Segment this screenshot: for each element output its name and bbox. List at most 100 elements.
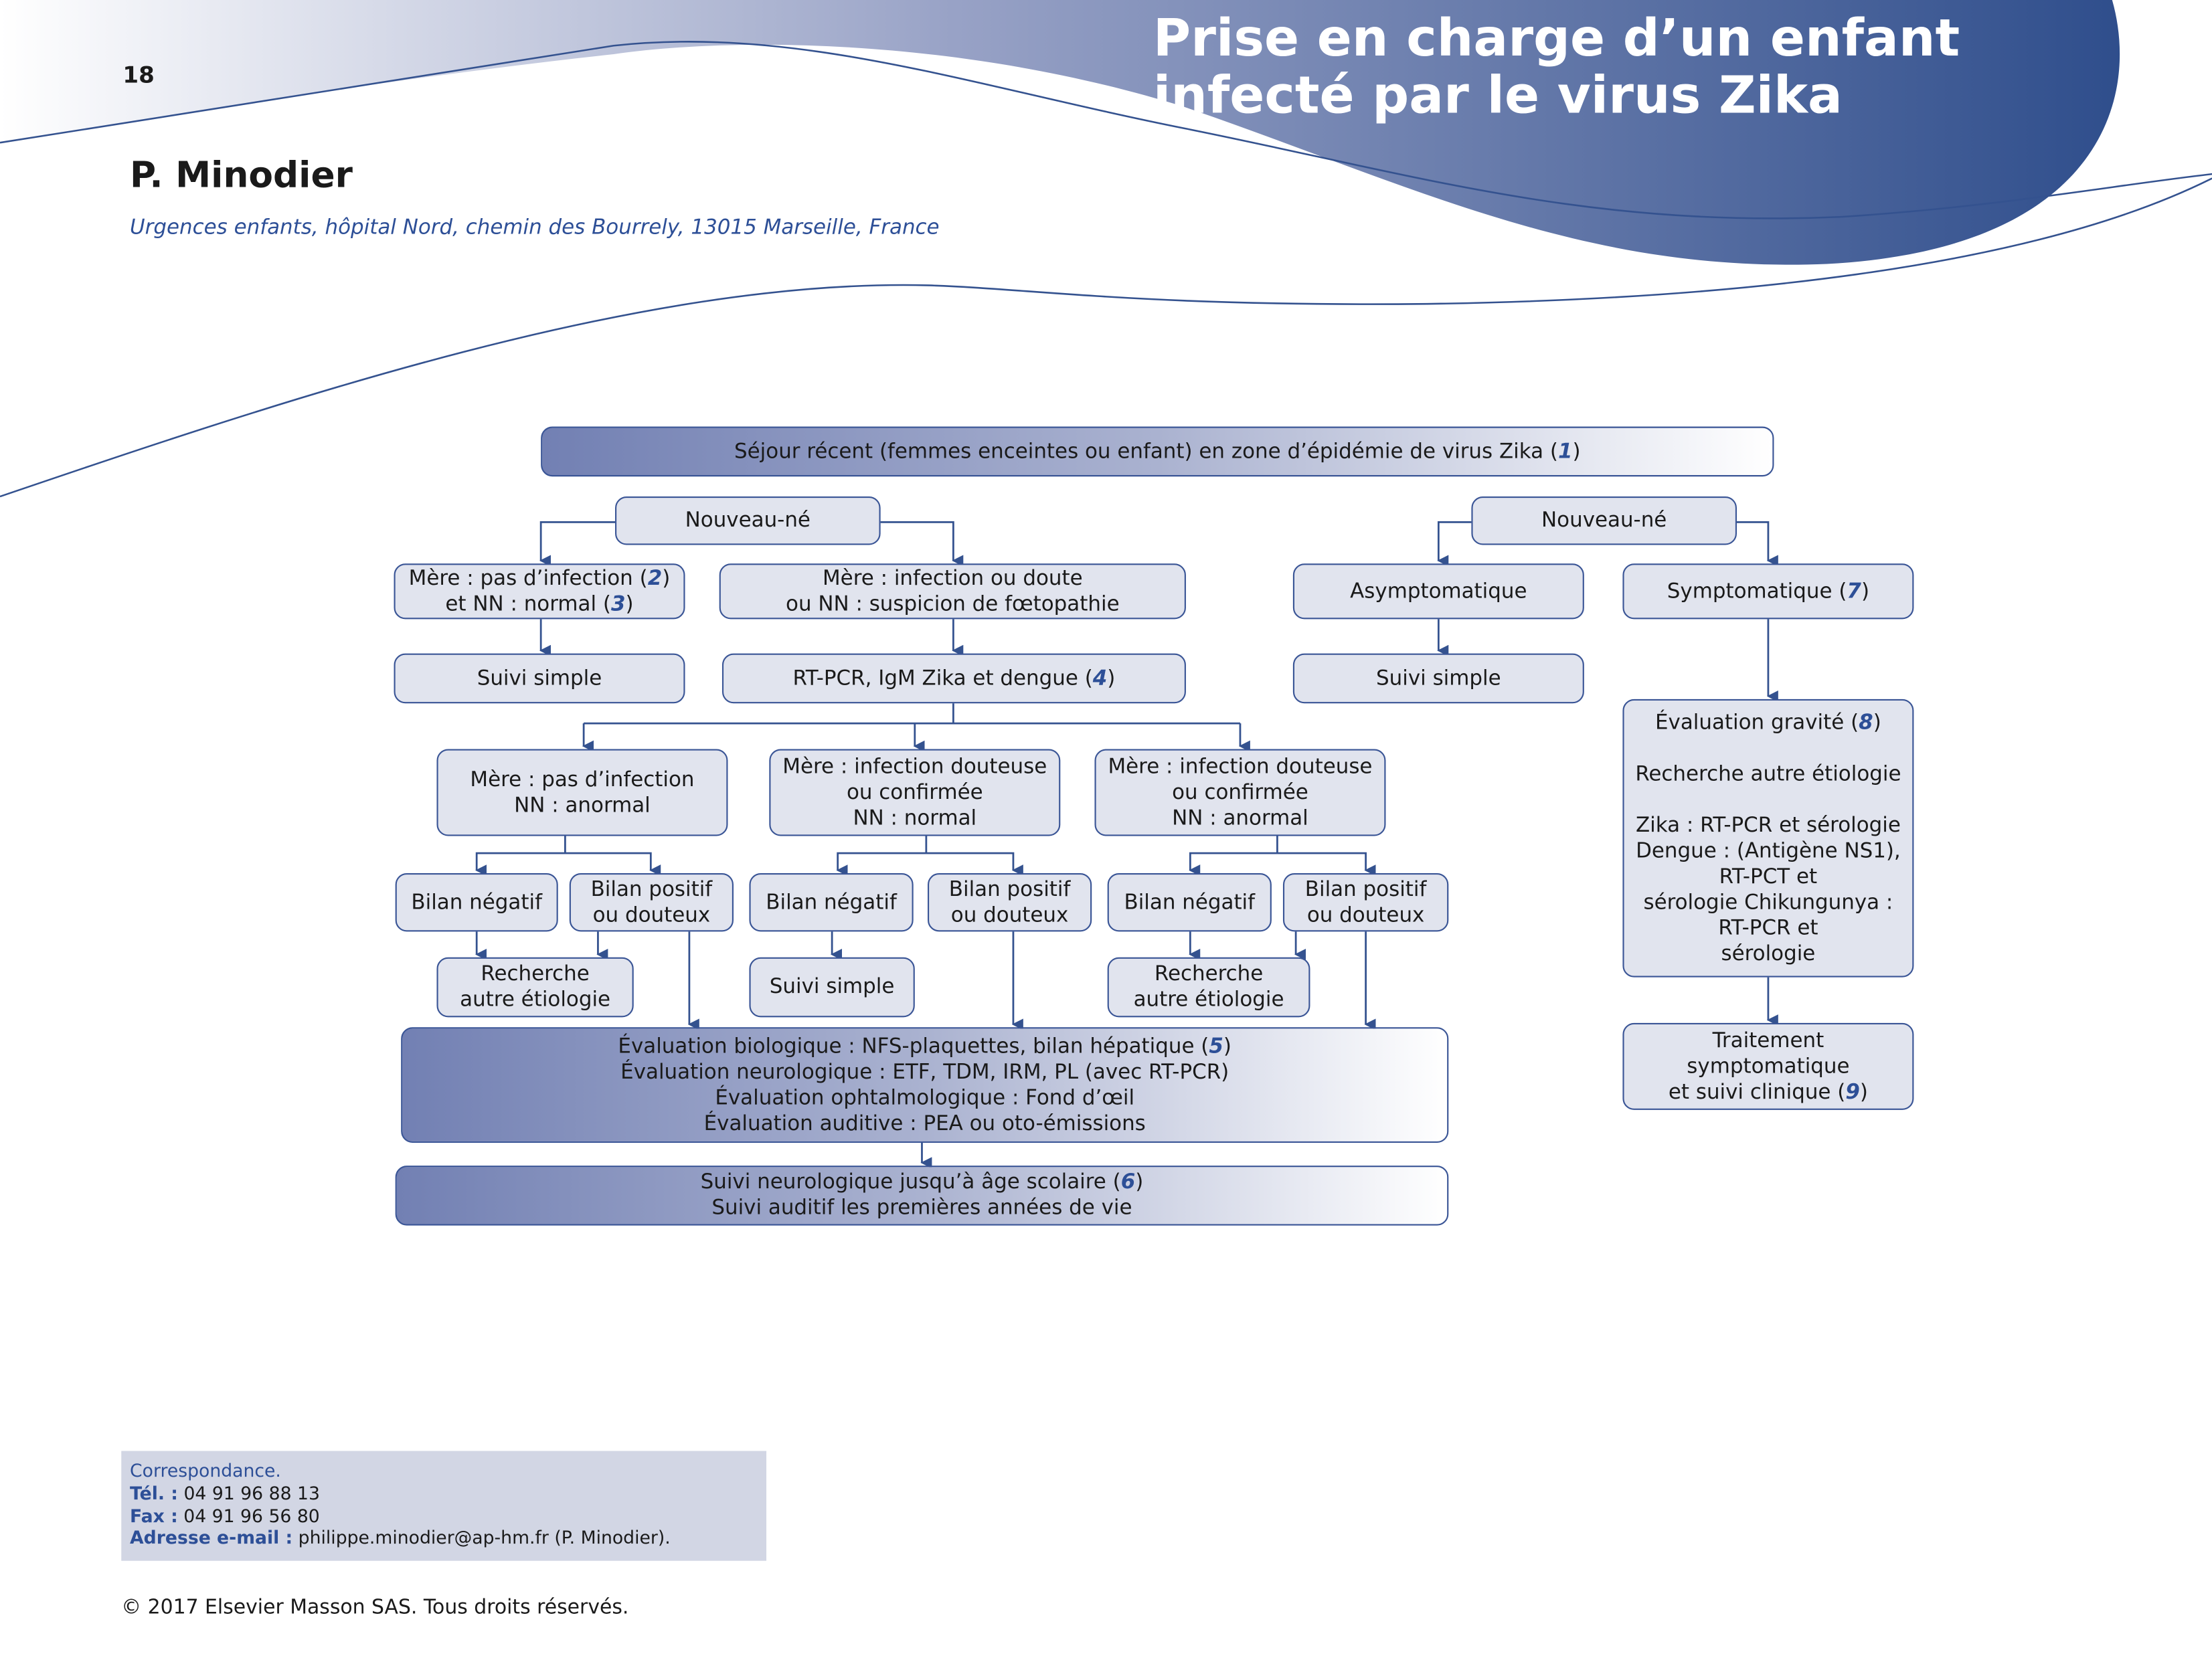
flow-text: Recherche autre étiologie (1635, 762, 1901, 786)
flow-box-line: Suivi simple (770, 974, 895, 1000)
flow-box-suivi3: Suivi simple (749, 957, 915, 1018)
flow-text: symptomatique (1687, 1054, 1850, 1078)
flow-text: Évaluation gravité ( (1655, 711, 1859, 735)
copyright: © 2017 Elsevier Masson SAS. Tous droits … (121, 1596, 629, 1620)
flow-box-asympto: Asymptomatique (1292, 563, 1584, 620)
flow-box-line: autre étiologie (460, 988, 610, 1013)
flow-box-line: Dengue : (Antigène NS1), (1636, 838, 1901, 864)
flow-text: ) (662, 567, 671, 590)
flow-box-line: ou NN : suspicion de fœtopathie (786, 591, 1120, 617)
flow-box-line: NN : anormal (1172, 806, 1308, 831)
flow-text: RT-PCT et (1719, 865, 1818, 889)
flow-box-line: Mère : pas d’infection (470, 767, 694, 792)
flow-box-line: NN : normal (853, 806, 976, 831)
flow-box-line: Bilan négatif (766, 889, 897, 915)
reference-number: 7 (1847, 579, 1861, 603)
flow-text: NN : normal (853, 806, 977, 830)
flow-box-line: Mère : infection douteuse (782, 754, 1047, 779)
flow-box-evaluation: Évaluation biologique : NFS-plaquettes, … (401, 1027, 1449, 1143)
flow-text: et NN : normal ( (445, 592, 611, 616)
flow-box-line: Évaluation ophtalmologique : Fond d’œil (715, 1085, 1134, 1111)
reference-number: 2 (647, 567, 663, 590)
flow-box-line: ou douteux (951, 903, 1069, 928)
flow-text: Suivi simple (1376, 666, 1501, 690)
flow-text: Suivi simple (477, 666, 602, 690)
flow-box-line: Séjour récent (femmes enceintes ou enfan… (734, 439, 1581, 464)
flow-box-line: sérologie (1721, 941, 1815, 966)
flow-box-suivi2: Suivi simple (1292, 653, 1584, 704)
flow-box-line: Suivi auditif les premières années de vi… (711, 1196, 1132, 1221)
flow-box-line: ou douteux (1307, 903, 1425, 928)
reference-number: 5 (1209, 1034, 1223, 1058)
flow-box-suivi1: Suivi simple (394, 653, 685, 704)
flow-box-line: RT-PCT et (1719, 864, 1818, 889)
flow-text: Recherche (481, 963, 590, 986)
correspondance-box: Correspondance. Tél. : 04 91 96 88 13 Fa… (121, 1451, 767, 1561)
flow-box-line: Nouveau-né (1541, 508, 1667, 533)
flow-box-nn2: Nouveau-né (1471, 496, 1737, 545)
flow-text: ) (1135, 1171, 1144, 1194)
flow-box-line: et suivi clinique (9) (1669, 1079, 1868, 1105)
flow-text: Mère : infection douteuse (1108, 755, 1373, 779)
fax-value: 04 91 96 56 80 (177, 1504, 320, 1526)
flow-box-line: Bilan négatif (1124, 889, 1255, 915)
flow-text: Évaluation ophtalmologique : Fond d’œil (715, 1086, 1135, 1109)
flow-box-line: Bilan positif (1305, 877, 1427, 902)
flow-box-line: Symptomatique (7) (1667, 579, 1869, 604)
flow-box-line: Recherche (481, 961, 589, 987)
flow-text: NN : anormal (514, 794, 651, 817)
title-line-1: Prise en charge d’un enfant (1153, 9, 1960, 69)
flow-text: ou NN : suspicion de fœtopathie (786, 592, 1120, 616)
flow-text: autre étiologie (1133, 988, 1284, 1012)
flow-box-line: Zika : RT-PCR et sérologie (1636, 812, 1901, 838)
flow-text: et suivi clinique ( (1668, 1081, 1846, 1104)
page-number: 18 (122, 61, 155, 89)
flow-text: Suivi auditif les premières années de vi… (711, 1196, 1132, 1220)
tel-label: Tél. : (130, 1482, 178, 1504)
email-label: Adresse e-mail : (130, 1527, 293, 1549)
email-value[interactable]: philippe.minodier@ap-hm.fr (P. Minodier)… (292, 1527, 671, 1549)
flow-box-b1n: Bilan négatif (395, 872, 558, 932)
flow-box-sympto: Symptomatique (7) (1622, 563, 1914, 620)
flow-box-line: Traitement (1713, 1028, 1824, 1053)
flow-box-line: Nouveau-né (685, 508, 811, 533)
flow-text: ) (1859, 1081, 1868, 1104)
reference-number: 3 (610, 592, 626, 616)
reference-number: 8 (1859, 711, 1873, 735)
flow-box-line: ou confirmée (847, 779, 983, 805)
affiliation: Urgences enfants, hôpital Nord, chemin d… (130, 217, 940, 240)
flow-text: Nouveau-né (685, 509, 811, 533)
flow-text: Asymptomatique (1350, 579, 1527, 603)
reference-number: 4 (1092, 666, 1108, 690)
flow-box-b3n: Bilan négatif (1107, 872, 1272, 932)
reference-number: 1 (1557, 440, 1573, 463)
flow-text: ) (1873, 711, 1881, 735)
flow-text: Recherche (1154, 963, 1264, 986)
flow-text: Suivi neurologique jusqu’à âge scolaire … (700, 1171, 1121, 1194)
flow-box-suivi-neuro: Suivi neurologique jusqu’à âge scolaire … (395, 1166, 1449, 1226)
flow-text: autre étiologie (460, 988, 611, 1012)
reference-number: 9 (1845, 1081, 1860, 1104)
flow-text: sérologie Chikungunya : (1643, 891, 1893, 914)
flow-text: Mère : infection ou doute (823, 567, 1083, 590)
flow-box-line: Bilan négatif (411, 889, 542, 915)
flow-text: ou douteux (1306, 903, 1425, 927)
flow-box-line: RT-PCR et (1718, 915, 1818, 941)
flow-box-line: Suivi simple (1376, 666, 1501, 691)
flow-text: ou douteux (592, 903, 711, 927)
flow-box-line: Bilan positif (591, 877, 713, 902)
flow-text: Dengue : (Antigène NS1), (1636, 839, 1901, 862)
flow-box-gravite: Évaluation gravité (8) Recherche autre ét… (1622, 699, 1914, 978)
flow-box-mere-pas: Mère : pas d’infection (2)et NN : normal… (394, 563, 685, 620)
flow-text: Nouveau-né (1541, 509, 1667, 533)
flow-box-line: ou confirmée (1172, 779, 1308, 805)
flow-box-line: Évaluation neurologique : ETF, TDM, IRM,… (620, 1059, 1229, 1085)
flow-box-line: Mère : infection ou doute (823, 565, 1083, 591)
flow-text: sérologie (1721, 942, 1816, 965)
flow-text: ) (1861, 579, 1870, 603)
